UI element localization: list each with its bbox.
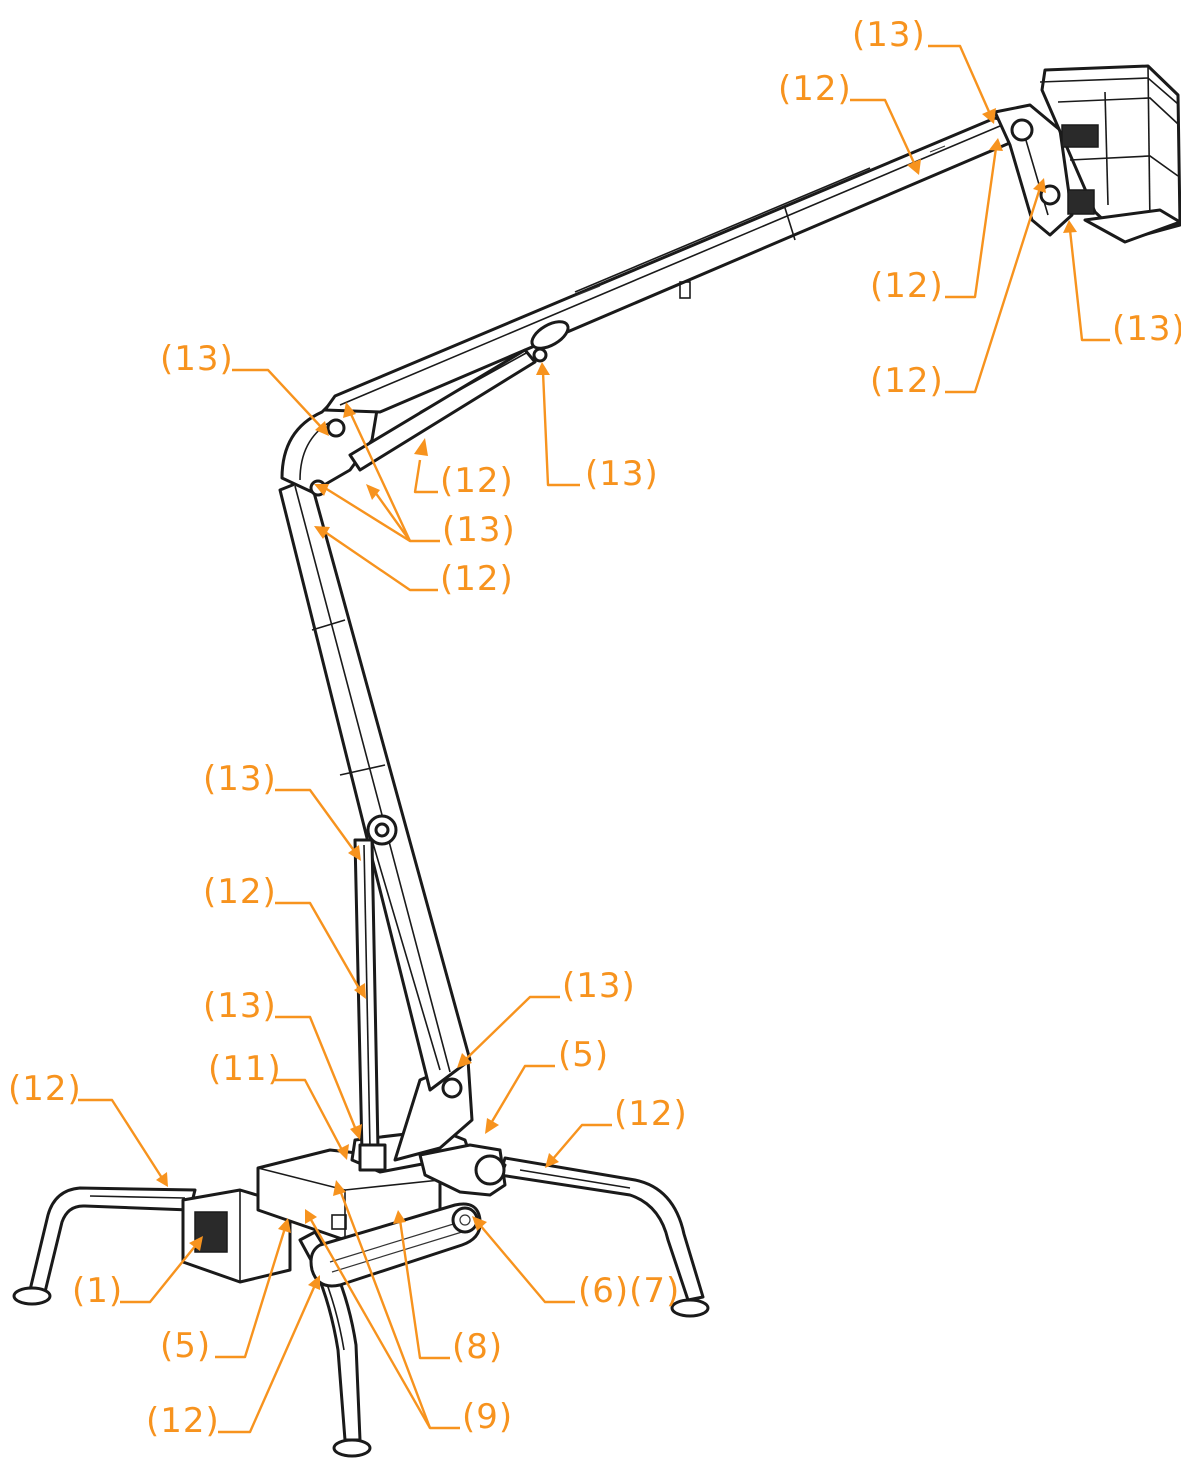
callout-c04: (13) (1112, 309, 1181, 349)
callout-c15: (11) (208, 1049, 282, 1089)
arrowhead-c14 (457, 1053, 472, 1068)
leader-c10 (324, 531, 438, 592)
chassis-base (256, 1148, 442, 1242)
crawler-track (309, 1202, 482, 1288)
leader-c05 (945, 187, 1042, 394)
arrowhead-c05 (1033, 178, 1046, 193)
arrowhead-c10 (314, 526, 330, 539)
leader-c11 (275, 788, 356, 853)
arrowhead-c16 (485, 1118, 499, 1134)
callout-c03: (12) (870, 266, 944, 306)
arrowhead-c07 (536, 362, 550, 375)
leader-c06 (232, 368, 323, 429)
leader-c01 (928, 44, 992, 115)
arrowhead-c24 (333, 1180, 346, 1196)
leader-c18 (551, 1123, 612, 1161)
arrowhead-c03 (989, 138, 1003, 151)
callout-c17: (12) (8, 1069, 82, 1109)
work-basket (1039, 64, 1181, 244)
arrowhead-c22 (393, 1210, 406, 1224)
arrowhead-c20 (472, 1216, 487, 1231)
callout-c01: (13) (852, 15, 926, 55)
leader-c17 (78, 1098, 164, 1179)
callout-c16: (5) (558, 1035, 609, 1075)
callout-labels: (13) (12) (12) (13) (12) (13) (13) (12) … (8, 15, 1181, 1441)
callout-c23: (12) (146, 1401, 220, 1441)
leader-c08 (413, 459, 438, 494)
lower-boom (278, 476, 472, 1092)
leader-c13 (275, 1015, 358, 1131)
arrowhead-c17 (156, 1172, 168, 1187)
leader-c15 (275, 1078, 344, 1151)
arrowhead-c01 (982, 108, 996, 124)
arrowhead-c23 (308, 1275, 320, 1290)
callout-c19: (1) (72, 1271, 123, 1311)
upper-boom-cylinder (348, 320, 570, 472)
leader-c19 (120, 1244, 197, 1304)
outrigger-front-right (498, 1156, 710, 1318)
outrigger-rear-left (12, 1186, 197, 1306)
arrowhead-c21 (278, 1218, 291, 1233)
callout-c05: (12) (870, 361, 944, 401)
callout-c02: (12) (778, 69, 852, 109)
callout-leaders (78, 44, 1110, 1434)
arrowhead-c06 (315, 421, 329, 436)
callout-c12: (12) (203, 872, 277, 912)
callout-c10: (12) (440, 559, 514, 599)
lower-boom-cylinder (353, 838, 441, 1172)
arrowhead-c02 (907, 159, 921, 175)
leader-c12 (275, 901, 362, 991)
callout-c09: (13) (442, 510, 516, 550)
arrowhead-c09 (343, 402, 356, 418)
leader-c22 (398, 1219, 450, 1360)
leader-c02 (850, 98, 917, 166)
leader-c23 (218, 1284, 317, 1434)
callout-c11: (13) (203, 759, 277, 799)
callout-c14: (13) (562, 966, 636, 1006)
leader-c14 (464, 995, 560, 1061)
jib-head (993, 103, 1074, 237)
arrowhead-c08 (414, 438, 428, 456)
arrowhead-c15 (337, 1144, 349, 1160)
callout-c22: (8) (452, 1327, 503, 1367)
arrowhead-c04 (1063, 220, 1077, 233)
leader-c07 (541, 371, 580, 487)
leader-c03 (945, 147, 998, 299)
leader-c20 (479, 1224, 575, 1304)
leader-c04 (1068, 229, 1110, 342)
callout-c21: (5) (160, 1326, 211, 1366)
lower-boom-bracket (393, 1058, 474, 1162)
leader-c16 (488, 1064, 555, 1126)
spider-lift-drawing (12, 64, 1181, 1458)
arrowhead-c12 (354, 983, 366, 999)
callout-c07: (13) (585, 454, 659, 494)
arrowhead-c11 (348, 845, 361, 861)
callout-c24: (9) (462, 1397, 513, 1437)
arrowhead-c13 (350, 1124, 362, 1140)
leader-c21 (215, 1227, 287, 1359)
callout-c13: (13) (203, 986, 277, 1026)
callout-c20: (6)(7) (578, 1271, 680, 1311)
callout-c06: (13) (160, 339, 234, 379)
arrowhead-c18 (545, 1153, 559, 1168)
callout-c18: (12) (614, 1094, 688, 1134)
arrowhead-c19 (189, 1236, 203, 1251)
callout-c08: (12) (440, 461, 514, 501)
